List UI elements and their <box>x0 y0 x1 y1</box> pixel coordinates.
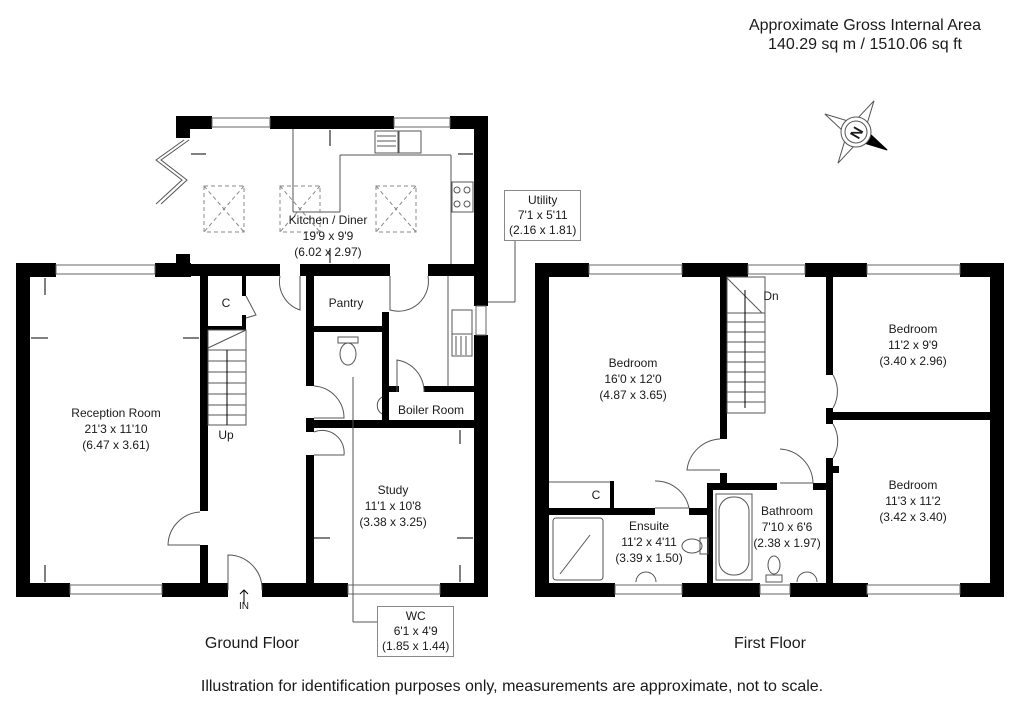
callout-utility: Utility 7'1 x 5'11 (2.16 x 1.81) <box>504 190 582 241</box>
room-bedroom-2: Bedroom 11'2 x 9'9 (3.40 x 2.96) <box>879 322 947 368</box>
room-kitchen-diner: Kitchen / Diner 19'9 x 9'9 (6.02 x 2.97) <box>288 213 368 259</box>
cupboard-label: C <box>221 296 231 310</box>
window <box>211 117 271 128</box>
basin <box>376 396 383 415</box>
window <box>475 305 487 336</box>
room-bathroom: Bathroom 7'10 x 6'6 (2.38 x 1.97) <box>753 504 821 550</box>
dimension-markers <box>31 130 473 582</box>
area-value: 140.29 sq m / 1510.06 sq ft <box>768 36 962 53</box>
room-pantry: Pantry <box>328 296 364 310</box>
disclaimer: Illustration for identification purposes… <box>200 678 824 695</box>
ground-floor-walls <box>16 116 488 597</box>
cupboard-label-first: C <box>591 488 601 502</box>
window <box>69 584 163 595</box>
stairs-down-label: Dn <box>763 289 779 303</box>
bifold-door <box>155 139 185 205</box>
skylights <box>203 185 417 233</box>
room-ensuite: Ensuite 11'2 x 4'11 (3.39 x 1.50) <box>615 519 683 565</box>
shower <box>552 517 604 581</box>
callout-wc: WC 6'1 x 4'9 (1.85 x 1.44) <box>377 606 455 657</box>
room-boiler: Boiler Room <box>397 403 465 417</box>
window <box>55 264 156 275</box>
window <box>347 584 441 595</box>
bath <box>715 493 753 581</box>
window <box>393 117 451 128</box>
first-floor-title: First Floor <box>734 635 806 652</box>
ground-floor-doors <box>167 275 429 591</box>
toilet <box>339 342 357 366</box>
first-floor-doors <box>654 374 839 509</box>
room-bedroom-1: Bedroom 16'0 x 12'0 (4.87 x 3.65) <box>599 356 667 402</box>
kitchen-units <box>292 129 474 264</box>
gross-area-header: Approximate Gross Internal Area 140.29 s… <box>730 16 1000 54</box>
room-reception: Reception Room 21'3 x 11'10 (6.47 x 3.61… <box>71 406 161 452</box>
first-floor-walls <box>535 263 1004 597</box>
north-compass-icon <box>824 100 888 164</box>
area-title: Approximate Gross Internal Area <box>748 17 982 34</box>
room-study: Study 11'1 x 10'8 (3.38 x 3.25) <box>359 483 427 529</box>
entrance-label: IN <box>239 601 249 612</box>
ground-floor-title: Ground Floor <box>204 635 300 652</box>
first-floor-stairs <box>726 276 766 414</box>
room-bedroom-3: Bedroom 11'3 x 11'2 (3.42 x 3.40) <box>879 478 947 524</box>
stairs-up-label: Up <box>218 428 234 442</box>
ground-stairs <box>207 329 247 426</box>
